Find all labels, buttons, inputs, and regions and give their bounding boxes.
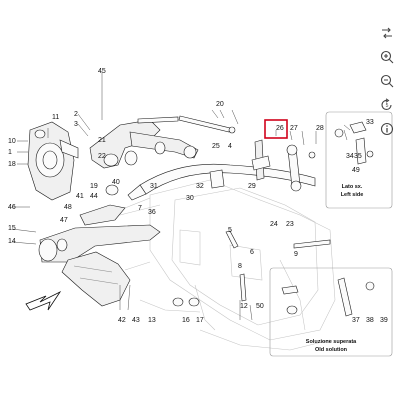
callout-30[interactable]: 30 <box>186 195 194 202</box>
callout-6[interactable]: 6 <box>250 249 254 256</box>
upper-wishbone <box>89 119 199 169</box>
swap-button[interactable] <box>376 22 398 44</box>
callout-42[interactable]: 42 <box>118 317 126 324</box>
callout-13[interactable]: 13 <box>148 317 156 324</box>
callout-37[interactable]: 37 <box>352 317 360 324</box>
inset-left-side-line1: Lato sx. <box>342 184 363 190</box>
callout-10[interactable]: 10 <box>8 138 16 145</box>
callout-24[interactable]: 24 <box>270 221 278 228</box>
inset-old-solution-line1: Soluzione superata <box>306 339 357 345</box>
inset-old-solution: Soluzione superata Old solution <box>269 267 393 357</box>
drop-link <box>286 144 316 192</box>
callout-12[interactable]: 12 <box>240 303 248 310</box>
callout-14[interactable]: 14 <box>8 238 16 245</box>
leader-lines <box>11 72 351 321</box>
callout-19[interactable]: 19 <box>90 183 98 190</box>
callout-20[interactable]: 20 <box>216 101 224 108</box>
callout-40[interactable]: 40 <box>112 179 120 186</box>
callout-46[interactable]: 46 <box>8 204 16 211</box>
callout-5[interactable]: 5 <box>228 227 232 234</box>
callout-27[interactable]: 27 <box>290 125 298 132</box>
callout-29[interactable]: 29 <box>248 183 256 190</box>
callout-2[interactable]: 2 <box>74 111 78 118</box>
callout-7[interactable]: 7 <box>138 205 142 212</box>
callout-31[interactable]: 31 <box>150 183 158 190</box>
callout-45[interactable]: 45 <box>98 68 106 75</box>
lower-wishbone <box>38 184 161 263</box>
callout-50[interactable]: 50 <box>256 303 264 310</box>
callout-35[interactable]: 35 <box>354 153 362 160</box>
callout-16[interactable]: 16 <box>182 317 190 324</box>
callout-33[interactable]: 33 <box>366 119 374 126</box>
callout-21[interactable]: 21 <box>98 137 106 144</box>
callout-8[interactable]: 8 <box>238 263 242 270</box>
callout-41[interactable]: 41 <box>76 193 84 200</box>
upper-bolts <box>137 115 236 134</box>
rotate-icon: 5 <box>381 98 392 111</box>
callout-18[interactable]: 18 <box>8 161 16 168</box>
callout-49[interactable]: 49 <box>352 167 360 174</box>
callout-11[interactable]: 11 <box>52 114 59 121</box>
svg-text:5: 5 <box>386 103 389 109</box>
hardware-bolts <box>172 121 374 307</box>
wheel-hub-carrier <box>27 121 79 201</box>
anti-roll-bar <box>127 139 316 201</box>
callout-9[interactable]: 9 <box>294 251 298 258</box>
inset-left-side: Lato sx. Left side <box>325 111 393 209</box>
callout-1[interactable]: 1 <box>8 149 12 156</box>
callout-4[interactable]: 4 <box>228 143 232 150</box>
callout-28[interactable]: 28 <box>316 125 324 132</box>
callout-44[interactable]: 44 <box>90 193 98 200</box>
callout-38[interactable]: 38 <box>366 317 374 324</box>
rotate-button[interactable]: 5 <box>376 94 398 116</box>
callout-47[interactable]: 47 <box>60 217 68 224</box>
swap-arrows-icon <box>382 27 392 39</box>
zoom-in-button[interactable] <box>376 46 398 68</box>
chassis-outline <box>119 179 336 351</box>
callout-26[interactable]: 26 <box>276 125 284 132</box>
callout-36[interactable]: 36 <box>148 209 156 216</box>
callout-3[interactable]: 3 <box>74 121 78 128</box>
callout-48[interactable]: 48 <box>64 204 72 211</box>
callout-22[interactable]: 22 <box>98 153 106 160</box>
callout-39[interactable]: 39 <box>380 317 388 324</box>
direction-arrow-icon <box>25 290 62 311</box>
callout-15[interactable]: 15 <box>8 225 16 232</box>
info-icon <box>380 122 394 136</box>
callout-23[interactable]: 23 <box>286 221 294 228</box>
highlight-box <box>264 119 288 139</box>
inset-old-solution-line2: Old solution <box>315 347 348 353</box>
callout-32[interactable]: 32 <box>196 183 204 190</box>
zoom-in-icon <box>380 50 394 64</box>
callout-34[interactable]: 34 <box>346 153 354 160</box>
callout-17[interactable]: 17 <box>196 317 204 324</box>
inset-left-side-line2: Left side <box>341 192 364 198</box>
zoom-out-button[interactable] <box>376 70 398 92</box>
viewer-toolbar: 5 <box>376 22 398 142</box>
info-button[interactable] <box>376 118 398 140</box>
zoom-out-icon <box>380 74 394 88</box>
callout-43[interactable]: 43 <box>132 317 140 324</box>
callout-25[interactable]: 25 <box>212 143 220 150</box>
